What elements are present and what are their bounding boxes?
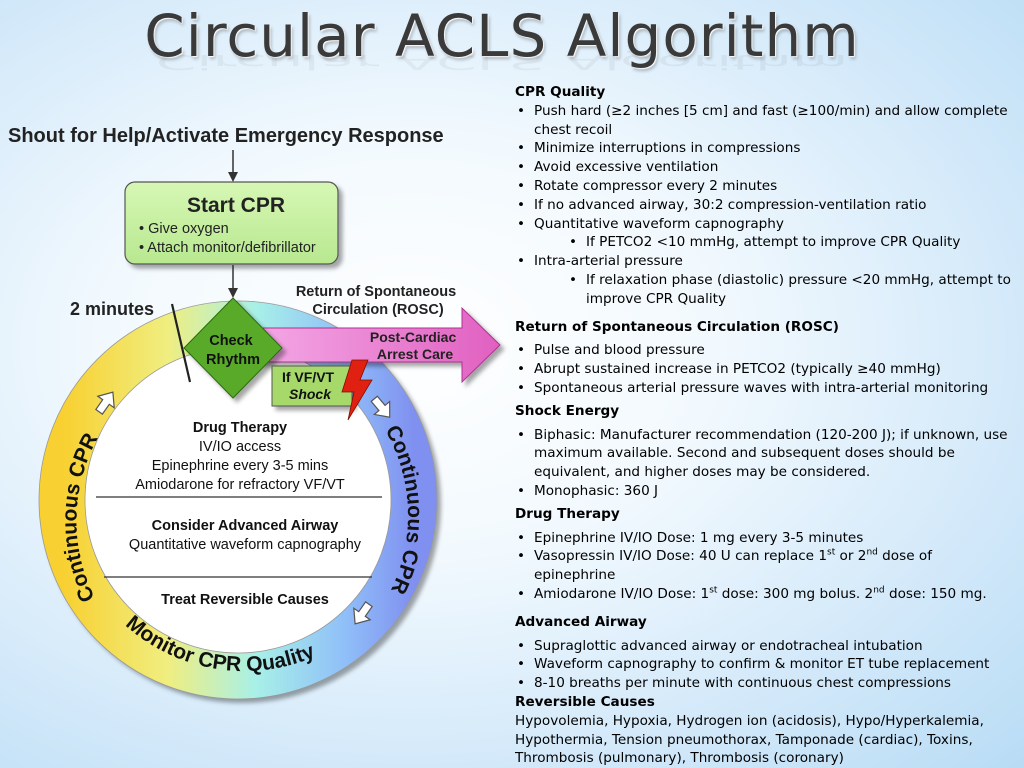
shock-label: If VF/VT Shock bbox=[282, 369, 338, 402]
drug-therapy-title: Drug Therapy bbox=[193, 420, 287, 436]
page-title: Circular ACLS Algorithm bbox=[144, 2, 860, 70]
two-minutes-label: 2 minutes bbox=[70, 299, 154, 319]
list-item: Epinephrine IV/IO Dose: 1 mg every 3-5 m… bbox=[515, 529, 1015, 548]
list-item: Push hard (≥2 inches [5 cm] and fast (≥1… bbox=[515, 102, 1015, 140]
lightning-bolt-icon bbox=[341, 359, 373, 421]
ring-arrow-icon bbox=[95, 391, 391, 625]
shock-energy-list: Biphasic: Manufacturer recommendation (1… bbox=[515, 426, 1015, 501]
list-item: Avoid excessive ventilation bbox=[515, 158, 1015, 177]
drug-therapy-line: IV/IO access bbox=[199, 439, 281, 455]
list-item: Minimize interruptions in compressions bbox=[515, 139, 1015, 158]
reversible-causes-label: Treat Reversible Causes bbox=[161, 592, 329, 608]
drug-therapy-line: Epinephrine every 3-5 mins bbox=[152, 458, 329, 474]
list-item: Abrupt sustained increase in PETCO2 (typ… bbox=[515, 360, 1015, 379]
list-item: 8-10 breaths per minute with continuous … bbox=[515, 674, 1015, 693]
list-subitem: If relaxation phase (diastolic) pressure… bbox=[515, 271, 1015, 309]
start-cpr-item: • Attach monitor/defibrillator bbox=[139, 240, 316, 256]
shout-for-help-label: Shout for Help/Activate Emergency Respon… bbox=[8, 125, 444, 147]
advanced-airway-title: Consider Advanced Airway bbox=[152, 518, 339, 534]
section-heading-rosc: Return of Spontaneous Circulation (ROSC) bbox=[515, 318, 839, 335]
list-item: Waveform capnography to confirm & monito… bbox=[515, 655, 1015, 674]
check-rhythm-diamond bbox=[183, 297, 283, 399]
list-item: Vasopressin IV/IO Dose: 40 U can replace… bbox=[515, 547, 1015, 585]
list-item: Pulse and blood pressure bbox=[515, 341, 1015, 360]
start-cpr-box bbox=[124, 181, 339, 265]
list-item: Amiodarone IV/IO Dose: 1st dose: 300 mg … bbox=[515, 585, 1015, 604]
post-cardiac-arrow bbox=[255, 306, 501, 384]
rosc-list: Pulse and blood pressure Abrupt sustaine… bbox=[515, 341, 1015, 397]
start-cpr-title: Start CPR bbox=[187, 194, 285, 217]
cpr-quality-list: Push hard (≥2 inches [5 cm] and fast (≥1… bbox=[515, 102, 1015, 309]
list-item: Quantitative waveform capnography bbox=[515, 215, 1015, 234]
list-item: Spontaneous arterial pressure waves with… bbox=[515, 379, 1015, 398]
list-subitem: If PETCO2 <10 mmHg, attempt to improve C… bbox=[515, 233, 1015, 252]
acls-cycle-diagram: Continuous CPR Continuous CPR Monitor CP… bbox=[8, 125, 501, 700]
reversible-causes-text: Hypovolemia, Hypoxia, Hydrogen ion (acid… bbox=[515, 712, 984, 767]
shock-box bbox=[271, 365, 353, 407]
list-item: Supraglottic advanced airway or endotrac… bbox=[515, 637, 1015, 656]
section-heading-shock-energy: Shock Energy bbox=[515, 402, 620, 419]
post-cardiac-label: Post-Cardiac Arrest Care bbox=[370, 329, 460, 362]
section-heading-advanced-airway: Advanced Airway bbox=[515, 613, 647, 630]
advanced-airway-line: Quantitative waveform capnography bbox=[129, 537, 362, 553]
start-cpr-item: • Give oxygen bbox=[139, 221, 229, 237]
info-panel: CPR Quality Push hard (≥2 inches [5 cm] … bbox=[515, 83, 1015, 768]
list-item: Biphasic: Manufacturer recommendation (1… bbox=[515, 426, 1015, 482]
advanced-airway-list: Supraglottic advanced airway or endotrac… bbox=[515, 637, 1015, 693]
list-item: Intra-arterial pressure bbox=[515, 252, 1015, 271]
drug-therapy-line: Amiodarone for refractory VF/VT bbox=[135, 477, 345, 493]
list-item: If no advanced airway, 30:2 compression-… bbox=[515, 196, 1015, 215]
drug-therapy-list: Epinephrine IV/IO Dose: 1 mg every 3-5 m… bbox=[515, 529, 1015, 604]
list-item: Rotate compressor every 2 minutes bbox=[515, 177, 1015, 196]
section-heading-drug-therapy: Drug Therapy bbox=[515, 505, 620, 522]
rosc-label: Return of Spontaneous Circulation (ROSC) bbox=[296, 284, 460, 318]
section-heading-reversible-causes: Reversible Causes bbox=[515, 693, 655, 710]
list-item: Monophasic: 360 J bbox=[515, 482, 1015, 501]
section-heading-cpr-quality: CPR Quality bbox=[515, 84, 606, 100]
check-rhythm-label: Check Rhythm bbox=[206, 333, 260, 368]
